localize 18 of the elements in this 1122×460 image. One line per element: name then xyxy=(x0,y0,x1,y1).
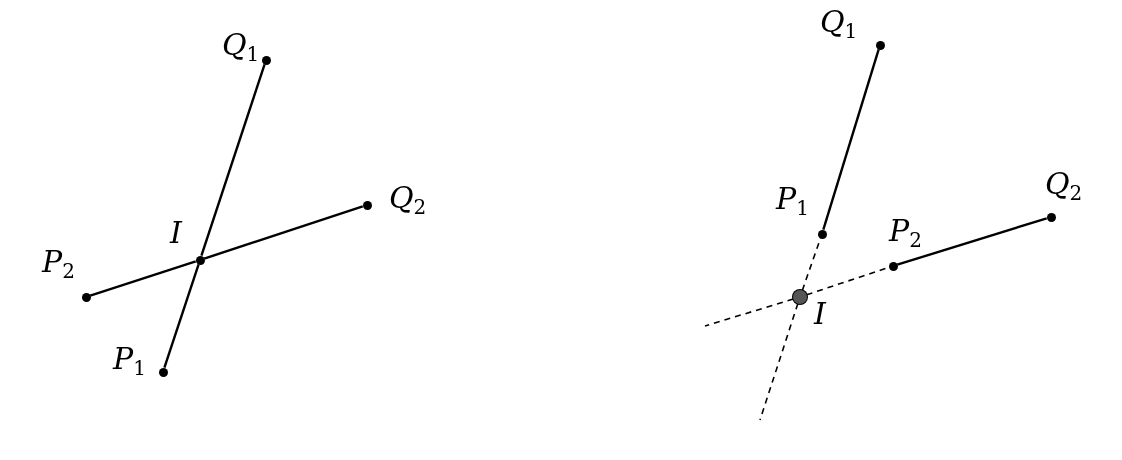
dashed-line xyxy=(759,302,799,421)
point-label: Q$_{1}$ xyxy=(222,30,260,64)
line-segment xyxy=(896,217,1048,266)
point-label: Q$_{2}$ xyxy=(389,183,427,217)
point-label: I xyxy=(814,299,826,329)
point-label: Q$_{2}$ xyxy=(1045,169,1083,203)
dashed-line xyxy=(704,298,795,327)
point-label: P$_{2}$ xyxy=(889,216,922,250)
line-segment xyxy=(200,63,266,257)
point-label: P$_{2}$ xyxy=(42,247,75,281)
line-segment xyxy=(203,205,364,260)
point-label: P$_{1}$ xyxy=(776,184,809,218)
line-segment xyxy=(163,263,200,369)
point-label: Q$_{1}$ xyxy=(820,7,858,41)
point-label: P$_{1}$ xyxy=(113,344,146,378)
point-label: I xyxy=(170,218,182,248)
line-segment xyxy=(89,260,197,297)
line-segment xyxy=(822,48,880,231)
